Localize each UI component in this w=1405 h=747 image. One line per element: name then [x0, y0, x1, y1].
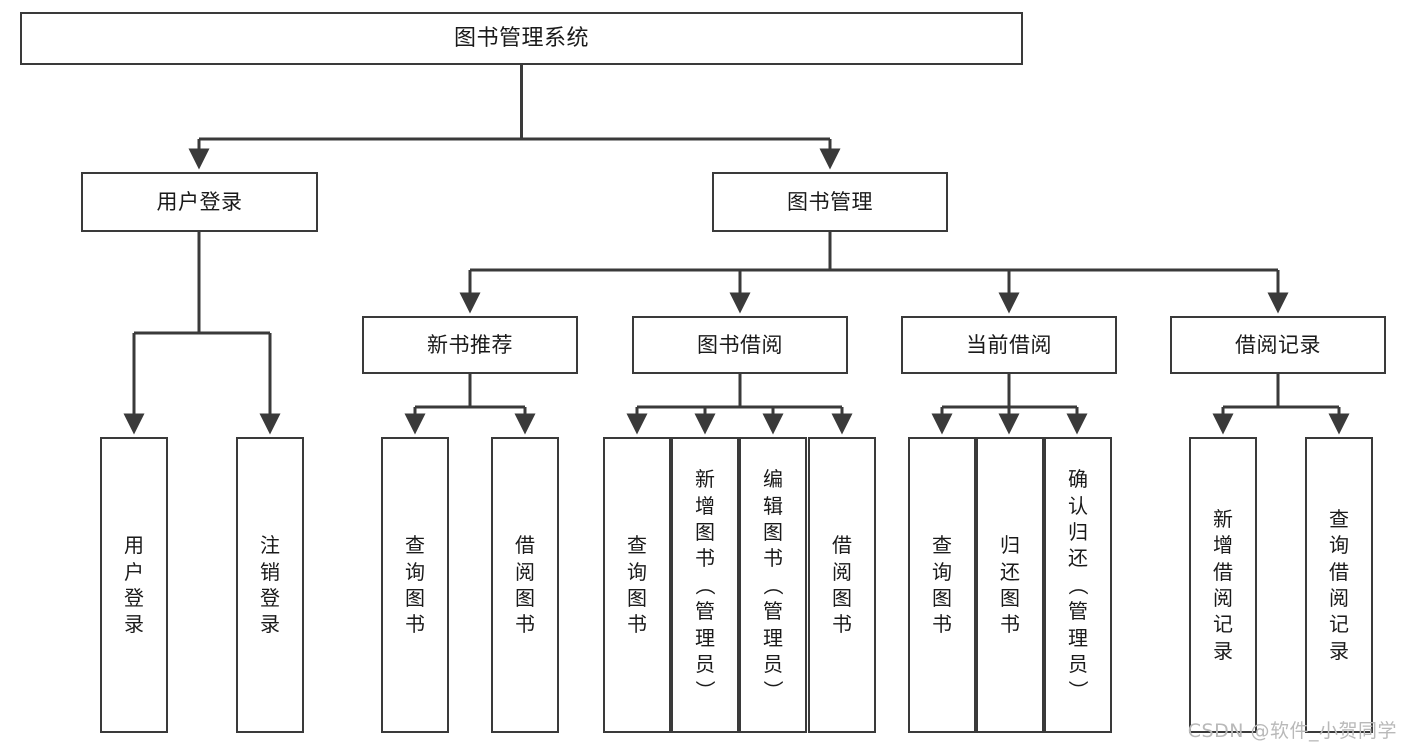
leaf-user-login-label: 用户登录 [124, 533, 145, 637]
node-borrow-record[interactable]: 借阅记录 [1170, 316, 1386, 374]
leaf-return-book[interactable]: 归还图书 [976, 437, 1044, 733]
node-new-book-recommend-label: 新书推荐 [427, 332, 513, 357]
leaf-query-record[interactable]: 查询借阅记录 [1305, 437, 1373, 733]
node-borrow-record-label: 借阅记录 [1235, 332, 1321, 357]
node-root-label: 图书管理系统 [453, 25, 589, 51]
csdn-watermark: CSDN @软件_小贺同学 [1187, 720, 1397, 742]
leaf-add-record-label: 新增借阅记录 [1213, 506, 1234, 663]
leaf-user-login[interactable]: 用户登录 [100, 437, 168, 733]
node-book-borrow[interactable]: 图书借阅 [632, 316, 848, 374]
leaf-add-book-label: 新增图书（管理员） [693, 467, 718, 702]
leaf-edit-book-label: 编辑图书（管理员） [761, 467, 786, 702]
leaf-return-book-label: 归还图书 [1000, 533, 1021, 637]
leaf-query-book-3[interactable]: 查询图书 [908, 437, 976, 733]
leaf-add-book[interactable]: 新增图书（管理员） [671, 437, 739, 733]
leaf-logout-label: 注销登录 [260, 533, 281, 637]
leaf-confirm-return[interactable]: 确认归还（管理员） [1044, 437, 1112, 733]
leaf-edit-book[interactable]: 编辑图书（管理员） [739, 437, 807, 733]
leaf-query-record-label: 查询借阅记录 [1329, 506, 1350, 663]
leaf-query-book-1[interactable]: 查询图书 [381, 437, 449, 733]
node-current-borrow[interactable]: 当前借阅 [901, 316, 1117, 374]
leaf-borrow-book-2-label: 借阅图书 [832, 533, 853, 637]
leaf-borrow-book-1[interactable]: 借阅图书 [491, 437, 559, 733]
node-current-borrow-label: 当前借阅 [966, 332, 1052, 357]
node-book-manage[interactable]: 图书管理 [712, 172, 948, 232]
leaf-query-book-1-label: 查询图书 [405, 533, 426, 637]
leaf-logout[interactable]: 注销登录 [236, 437, 304, 733]
node-user-login-label: 用户登录 [156, 189, 243, 214]
node-root[interactable]: 图书管理系统 [20, 12, 1023, 65]
node-user-login[interactable]: 用户登录 [81, 172, 318, 232]
leaf-query-book-2[interactable]: 查询图书 [603, 437, 671, 733]
node-book-manage-label: 图书管理 [787, 189, 873, 214]
leaf-confirm-return-label: 确认归还（管理员） [1066, 467, 1091, 702]
leaf-query-book-3-label: 查询图书 [932, 533, 953, 637]
node-new-book-recommend[interactable]: 新书推荐 [362, 316, 578, 374]
leaf-borrow-book-1-label: 借阅图书 [515, 533, 536, 637]
leaf-query-book-2-label: 查询图书 [627, 533, 648, 637]
leaf-add-record[interactable]: 新增借阅记录 [1189, 437, 1257, 733]
leaf-borrow-book-2[interactable]: 借阅图书 [808, 437, 876, 733]
node-book-borrow-label: 图书借阅 [697, 332, 783, 357]
